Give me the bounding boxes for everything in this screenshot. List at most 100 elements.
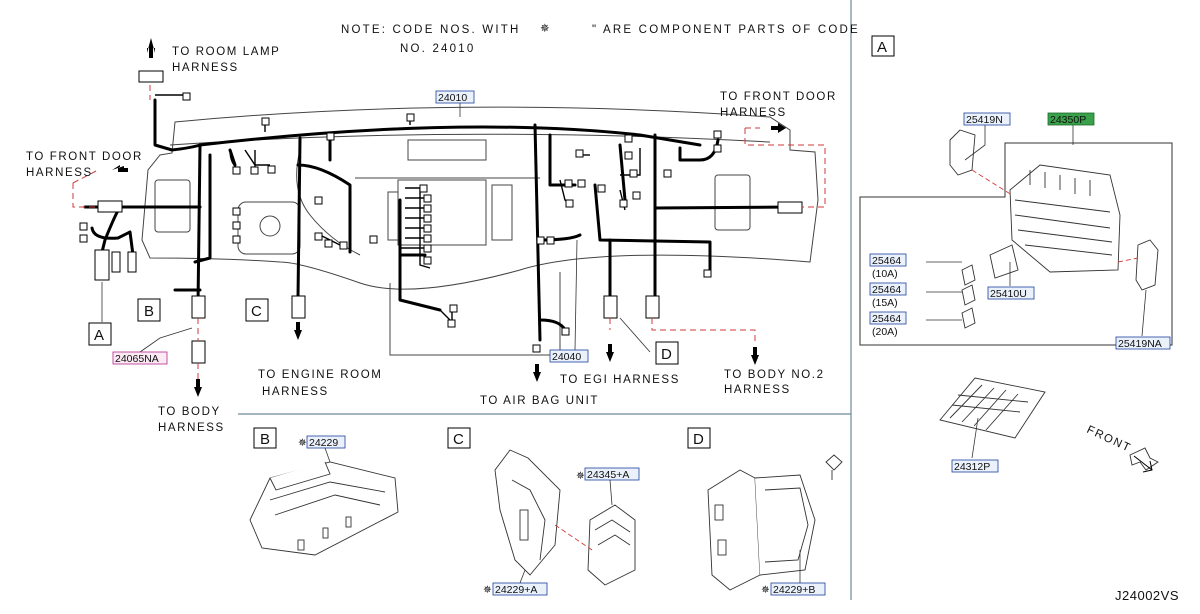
letter-box-c-section: C bbox=[447, 427, 471, 449]
dashed-c bbox=[554, 524, 593, 551]
svg-text:24312P: 24312P bbox=[954, 461, 990, 473]
bracket-24229b-drawing bbox=[707, 469, 816, 591]
label-room-lamp-1: TO ROOM LAMP bbox=[172, 46, 280, 58]
letter-box-b-section: B bbox=[253, 427, 277, 449]
label-front-door-right-1: TO FRONT DOOR bbox=[720, 91, 837, 103]
svg-text:B: B bbox=[260, 431, 270, 448]
leader-24229 bbox=[324, 447, 331, 463]
svg-text:C: C bbox=[453, 431, 464, 448]
label-front-door-left-2: HARNESS bbox=[26, 167, 93, 179]
part-label-25419N[interactable]: 25419N bbox=[963, 112, 1011, 126]
part-label-24345A[interactable]: 24345+A bbox=[584, 467, 640, 481]
label-body-no2-2: HARNESS bbox=[724, 384, 791, 396]
label-body-2: HARNESS bbox=[158, 422, 225, 434]
asterisk-icon-c: ✵ bbox=[576, 470, 585, 482]
letter-box-a-main: A bbox=[88, 322, 112, 346]
svg-text:24010: 24010 bbox=[438, 92, 467, 104]
svg-text:A: A bbox=[94, 327, 104, 344]
letter-box-d-section: D bbox=[687, 427, 711, 449]
arrow-down-icon bbox=[606, 352, 614, 362]
svg-text:25419N: 25419N bbox=[966, 114, 1003, 126]
label-engine-room-1: TO ENGINE ROOM bbox=[258, 369, 382, 381]
label-egi: TO EGI HARNESS bbox=[560, 374, 680, 386]
svg-text:D: D bbox=[693, 431, 704, 448]
part-label-24229B[interactable]: 24229+B bbox=[770, 582, 826, 596]
bracket-24229a-drawing bbox=[494, 449, 561, 576]
bolt-icon bbox=[825, 454, 843, 480]
part-label-24350P[interactable]: 24350P bbox=[1047, 112, 1095, 126]
leader-lines bbox=[101, 103, 651, 353]
svg-text:25410U: 25410U bbox=[990, 288, 1027, 300]
dashed-leaders bbox=[72, 85, 826, 385]
wire-harness bbox=[83, 98, 792, 342]
letter-box-b-main: B bbox=[137, 298, 161, 322]
part-label-24010[interactable]: 24010 bbox=[435, 90, 475, 104]
part-label-25419NA[interactable]: 25419NA bbox=[1115, 336, 1171, 350]
clip-24345a-drawing bbox=[587, 504, 636, 586]
fuse-block-dashes bbox=[971, 169, 1139, 263]
label-body-1: TO BODY bbox=[158, 406, 221, 418]
svg-text:25419NA: 25419NA bbox=[1118, 338, 1162, 350]
arrow-right-icon bbox=[765, 123, 786, 133]
arrow-down-icon bbox=[194, 387, 202, 397]
svg-text:D: D bbox=[661, 346, 672, 363]
fuse-rating-15a: (15A) bbox=[872, 297, 898, 309]
part-label-25464-10a[interactable]: 25464 bbox=[869, 253, 907, 267]
svg-text:25464: 25464 bbox=[872, 255, 901, 267]
asterisk-icon-d: ✵ bbox=[761, 584, 770, 596]
arrow-down-icon bbox=[533, 372, 541, 382]
part-label-24040[interactable]: 24040 bbox=[549, 349, 589, 363]
part-label-24312P[interactable]: 24312P bbox=[951, 459, 999, 473]
label-engine-room-2: HARNESS bbox=[262, 386, 329, 398]
svg-text:A: A bbox=[877, 39, 887, 56]
svg-text:C: C bbox=[251, 303, 262, 320]
arrow-down-icon bbox=[294, 330, 302, 340]
label-front-door-left-1: TO FRONT DOOR bbox=[26, 151, 143, 163]
note-line-2: NO. 24010 bbox=[400, 43, 475, 55]
label-front-door-right-2: HARNESS bbox=[720, 107, 787, 119]
part-label-25464-15a[interactable]: 25464 bbox=[869, 282, 907, 296]
arrow-down-icon bbox=[751, 355, 759, 365]
part-label-24065NA[interactable]: 24065NA bbox=[112, 351, 168, 365]
fuse-rating-20a: (20A) bbox=[872, 326, 898, 338]
fuse-block-drawing bbox=[939, 129, 1159, 471]
note-line-1b: " ARE COMPONENT PARTS OF CODE bbox=[592, 24, 860, 36]
asterisk-symbol: ✵ bbox=[540, 23, 552, 35]
note-line-1a: NOTE: CODE NOS. WITH bbox=[341, 24, 520, 36]
letter-box-d-main: D bbox=[655, 341, 679, 365]
asterisk-icon: ✵ bbox=[298, 437, 307, 449]
part-label-25464-20a[interactable]: 25464 bbox=[869, 311, 907, 325]
diagram-code: J24002VS bbox=[1115, 588, 1179, 603]
fuse-block-leaders bbox=[926, 125, 1147, 459]
connectors bbox=[79, 70, 803, 364]
part-label-24229[interactable]: 24229 bbox=[306, 435, 346, 449]
arrow-up-icon bbox=[147, 38, 155, 53]
svg-text:24350P: 24350P bbox=[1050, 114, 1086, 126]
fuse-block-frame bbox=[859, 142, 1173, 346]
leader-24345a bbox=[609, 479, 613, 506]
bracket-24229-drawing bbox=[249, 461, 399, 556]
letter-box-c-main: C bbox=[245, 298, 269, 322]
leader-24229a bbox=[519, 569, 526, 584]
wire-branches bbox=[155, 94, 641, 326]
svg-text:24229: 24229 bbox=[309, 437, 338, 449]
part-label-24229A[interactable]: 24229+A bbox=[492, 582, 548, 596]
arrow-left-icon bbox=[112, 165, 124, 175]
fuse-rating-10a: (10A) bbox=[872, 268, 898, 280]
label-body-no2-1: TO BODY NO.2 bbox=[724, 369, 825, 381]
part-label-25410U[interactable]: 25410U bbox=[987, 286, 1035, 300]
label-air-bag: TO AIR BAG UNIT bbox=[480, 395, 599, 407]
svg-text:24065NA: 24065NA bbox=[115, 353, 159, 365]
svg-text:24229+B: 24229+B bbox=[773, 584, 815, 596]
svg-text:24345+A: 24345+A bbox=[587, 469, 629, 481]
front-arrow-icon bbox=[1133, 455, 1153, 473]
svg-text:B: B bbox=[144, 303, 154, 320]
svg-text:24040: 24040 bbox=[552, 351, 581, 363]
svg-text:25464: 25464 bbox=[872, 313, 901, 325]
label-front: FRONT bbox=[1085, 424, 1133, 455]
direction-arrows bbox=[112, 38, 786, 397]
svg-text:25464: 25464 bbox=[872, 284, 901, 296]
label-room-lamp-2: HARNESS bbox=[172, 62, 239, 74]
